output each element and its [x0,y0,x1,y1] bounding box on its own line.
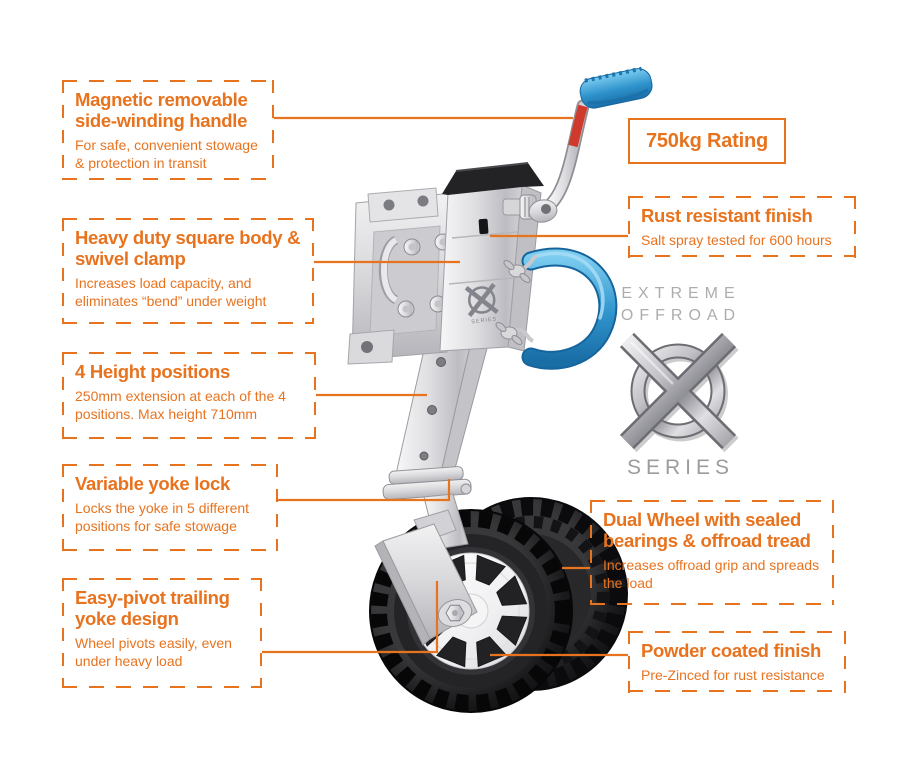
body-stamp-text: SERIES [471,316,498,325]
callout-title: 4 Height positions [75,361,230,382]
callout-height-positions: 4 Height positions 250mm extension at ea… [62,352,316,439]
callout-variable-yoke-lock: Variable yoke lock Locks the yoke in 5 d… [62,464,278,551]
callout-title: Variable yoke lock [75,473,231,494]
cap-illustration [442,163,544,195]
yoke-lock-illustration [382,466,472,501]
crank-handle-illustration [528,66,653,223]
logo-series-text: SERIES [626,456,735,479]
lock-pin-illustration [460,483,472,495]
callout-body: 250mm extension at each of the 4 positio… [75,387,286,422]
callout-powder-coated-finish: Powder coated finish Pre-Zinced for rust… [628,631,846,693]
logo-offroad-text: OFFROAD [620,307,742,324]
callout-body: Increases offroad grip and spreads the l… [603,556,820,591]
x-series-emblem-icon [619,332,739,453]
square-tube-illustration [395,328,491,481]
callout-easy-pivot-trailing-yoke: Easy-pivot trailing yoke design Wheel pi… [62,578,262,688]
body-stamp-illustration: SERIES [464,283,499,325]
callout-title: Easy-pivot trailing yoke design [75,587,230,629]
callout-title: Powder coated finish [641,640,822,661]
callout-title: Magnetic removable side-winding handle [75,89,248,131]
connector-easy-pivot [262,581,439,654]
callout-rust-resistant-finish: Rust resistant finish Salt spray tested … [628,196,856,258]
callout-body: Wheel pivots easily, even under heavy lo… [75,634,232,669]
rating-badge: 750kg Rating [628,118,786,164]
swivel-clamp-illustration [347,187,453,365]
callout-title: Dual Wheel with sealed bearings & offroa… [603,509,811,551]
logo-extreme-text: EXTREME [621,285,741,302]
callout-body: Salt spray tested for 600 hours [641,231,832,248]
red-band-illustration [568,104,588,148]
rating-label: 750kg Rating [645,129,769,152]
grip-illustration [579,66,653,109]
callout-title: Rust resistant finish [641,205,813,226]
callout-magnetic-removable-handle: Magnetic removable side-winding handle F… [62,80,274,180]
connector-yoke-lock [278,479,451,502]
callout-body: For safe, convenient stowage & protectio… [75,136,258,171]
callout-dual-wheel: Dual Wheel with sealed bearings & offroa… [590,500,834,605]
yoke-illustration [374,493,478,646]
callout-body: Increases load capacity, and eliminates … [75,274,267,309]
grab-handle-illustration [495,247,618,370]
brand-logo: EXTREME OFFROAD SERIES [596,283,760,480]
magnet-illustration [478,218,489,235]
callout-body: Locks the yoke in 5 different positions … [75,499,250,534]
callout-body: Pre-Zinced for rust resistance [641,666,825,683]
callout-title: Heavy duty square body & swivel clamp [75,227,301,269]
callout-heavy-duty-square-body: Heavy duty square body & swivel clamp In… [62,218,314,324]
connector-lines [262,116,628,657]
